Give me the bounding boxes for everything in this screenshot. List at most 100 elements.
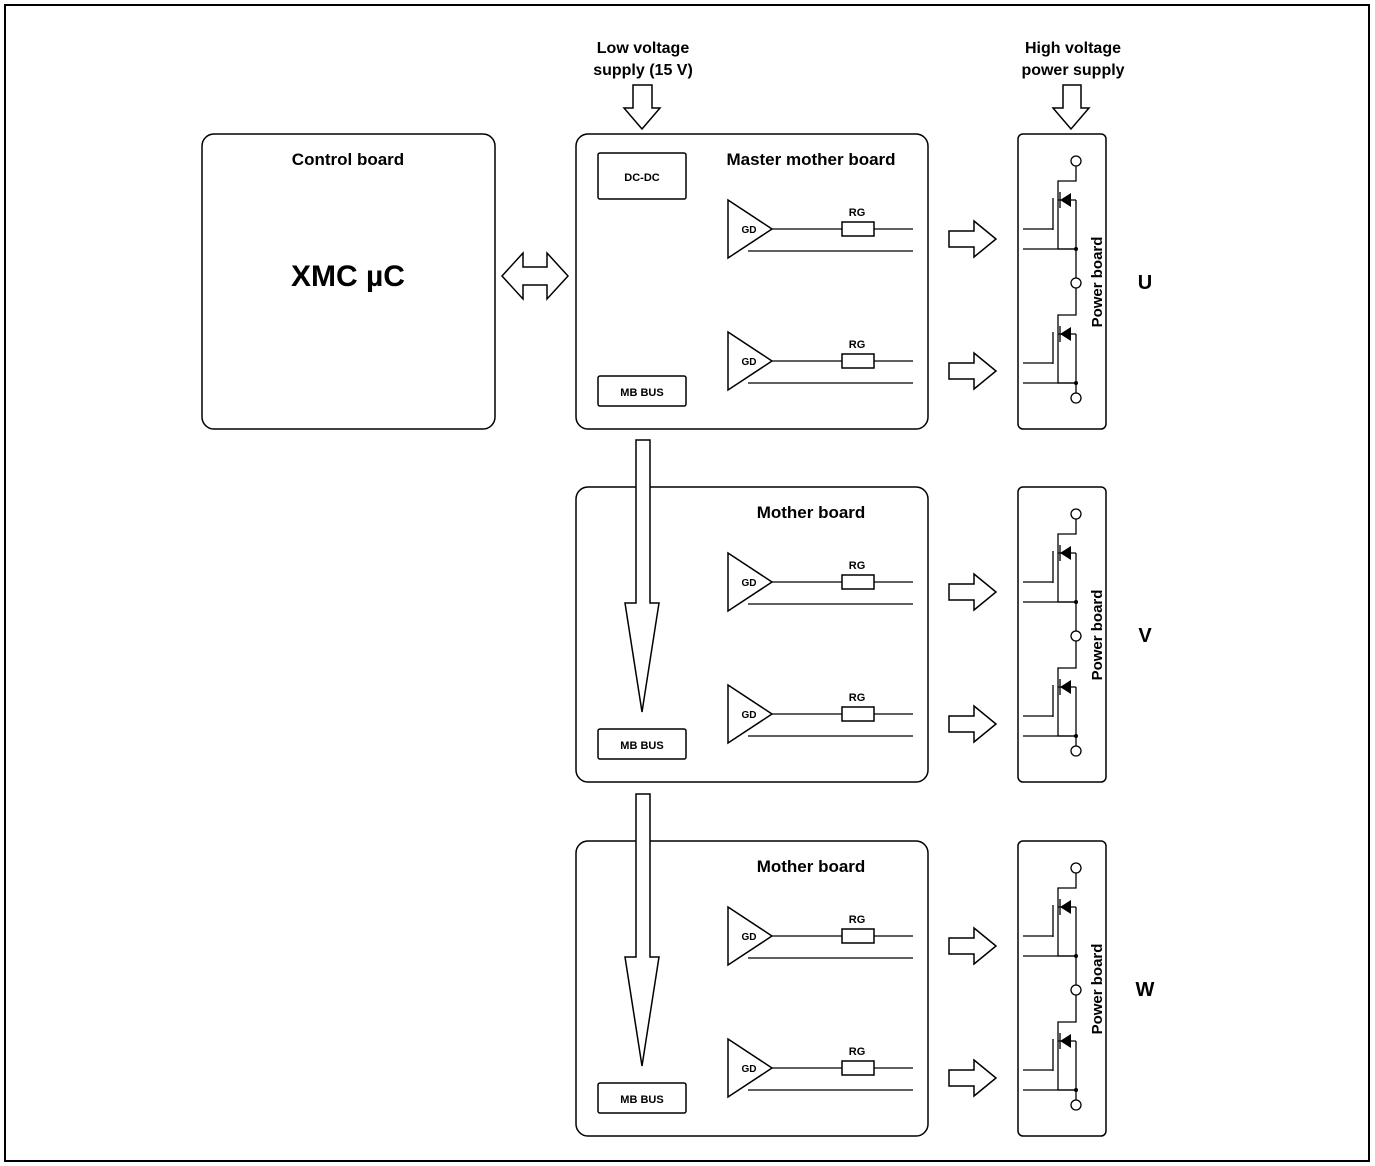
mother-board [575, 133, 929, 430]
junction-dot [1074, 1088, 1078, 1092]
gate-resistor-label: RG [849, 692, 866, 704]
high-voltage-label-line2: power supply [1021, 62, 1124, 79]
gate-driver-label: GD [742, 710, 757, 721]
high-voltage-arrow [1051, 84, 1091, 131]
board-row-v: Mother board MB BUS GD RG GD RG Power board V [575, 486, 1152, 783]
gate-driver-label: GD [742, 578, 757, 589]
gate-driver-label: GD [742, 932, 757, 943]
gate-signal-arrow [948, 704, 998, 744]
mb-bus-label: MB BUS [620, 1094, 663, 1106]
power-board-box [1017, 840, 1107, 1137]
mother-board-title: Mother board [757, 857, 866, 876]
mb-bus-label: MB BUS [620, 740, 663, 752]
phase-label-v: V [1138, 625, 1152, 647]
phase-output-terminal [1070, 984, 1082, 996]
switch-drain-wire [1057, 288, 1077, 325]
dc-minus-terminal [1070, 1099, 1082, 1111]
dc-plus-terminal [1070, 155, 1082, 167]
gate-driver-channel: GD RG [727, 1037, 998, 1099]
low-voltage-label-line2: supply (15 V) [593, 62, 693, 79]
high-side-switch [1023, 873, 1078, 985]
high-side-switch [1023, 519, 1078, 631]
board-row-w: Mother board MB BUS GD RG GD RG Power board W [575, 840, 1155, 1137]
high-side-switch [1023, 166, 1078, 278]
dc-plus-terminal [1070, 862, 1082, 874]
dcdc-label: DC-DC [624, 172, 659, 184]
gate-resistor-label: RG [849, 339, 866, 351]
mother-board [575, 840, 929, 1137]
bidirectional-comm-arrow [500, 251, 570, 301]
mb-bus-box [597, 1082, 687, 1114]
gate-resistor [841, 574, 875, 590]
gate-resistor [841, 928, 875, 944]
mother-board [575, 486, 929, 783]
xmc-chip-label: XMC µC [291, 260, 405, 293]
switch-drain-wire [1057, 995, 1077, 1032]
gate-resistor-label: RG [849, 1046, 866, 1058]
junction-dot [1074, 600, 1078, 604]
power-board-label: Power board [1089, 237, 1106, 328]
gate-resistor [841, 1060, 875, 1076]
power-board: Power board [1017, 840, 1107, 1137]
phase-output-terminal [1070, 630, 1082, 642]
figure-frame [4, 4, 1370, 1162]
gate-signal-arrow [948, 926, 998, 966]
gate-driver-triangle [727, 330, 774, 392]
mother-board-title: Mother board [757, 503, 866, 522]
power-board-box [1017, 133, 1107, 430]
gate-driver-triangle [727, 198, 774, 260]
low-voltage-label-line1: Low voltage [597, 40, 690, 57]
control-board-title: Control board [292, 150, 404, 169]
low-side-switch [1023, 995, 1078, 1100]
dc-plus-terminal [1070, 508, 1082, 520]
gate-resistor [841, 353, 875, 369]
gate-driver-channel: GD RG [727, 551, 998, 613]
gate-resistor-label: RG [849, 560, 866, 572]
dc-minus-terminal [1070, 745, 1082, 757]
power-board-label: Power board [1089, 944, 1106, 1035]
switch-drain-wire [1057, 873, 1077, 898]
mother-board-title: Master mother board [726, 150, 895, 169]
high-voltage-label-line1: High voltage [1025, 40, 1121, 57]
switch-drain-wire [1057, 166, 1077, 191]
junction-dot [1074, 734, 1078, 738]
power-board: Power board [1017, 486, 1107, 783]
gate-driver-triangle [727, 1037, 774, 1099]
phase-output-terminal [1070, 277, 1082, 289]
low-side-switch [1023, 641, 1078, 746]
gate-driver-label: GD [742, 225, 757, 236]
phase-label-u: U [1138, 272, 1152, 294]
gate-signal-arrow [948, 219, 998, 259]
junction-dot [1074, 247, 1078, 251]
switch-drain-wire [1057, 641, 1077, 678]
mb-bus-arrow-1 [624, 439, 660, 713]
gate-signal-arrow [948, 351, 998, 391]
mb-bus-arrow-2 [624, 793, 660, 1067]
dcdc-converter-box [597, 152, 687, 200]
junction-dot [1074, 381, 1078, 385]
control-board [201, 133, 496, 430]
power-board-box [1017, 486, 1107, 783]
gate-driver-channel: GD RG [727, 683, 998, 745]
mb-bus-box [597, 728, 687, 760]
gate-resistor-label: RG [849, 207, 866, 219]
gate-resistor [841, 221, 875, 237]
gate-driver-triangle [727, 551, 774, 613]
power-board: Power board [1017, 133, 1107, 430]
gate-driver-channel: GD RG [727, 198, 998, 260]
mb-bus-label: MB BUS [620, 387, 663, 399]
gate-driver-channel: GD RG [727, 905, 998, 967]
gate-signal-arrow [948, 572, 998, 612]
gate-driver-triangle [727, 905, 774, 967]
phase-label-w: W [1136, 979, 1155, 1001]
power-board-label: Power board [1089, 590, 1106, 681]
gate-resistor-label: RG [849, 914, 866, 926]
gate-driver-label: GD [742, 1064, 757, 1075]
low-voltage-arrow [622, 84, 662, 131]
gate-driver-triangle [727, 683, 774, 745]
dc-minus-terminal [1070, 392, 1082, 404]
gate-resistor [841, 706, 875, 722]
